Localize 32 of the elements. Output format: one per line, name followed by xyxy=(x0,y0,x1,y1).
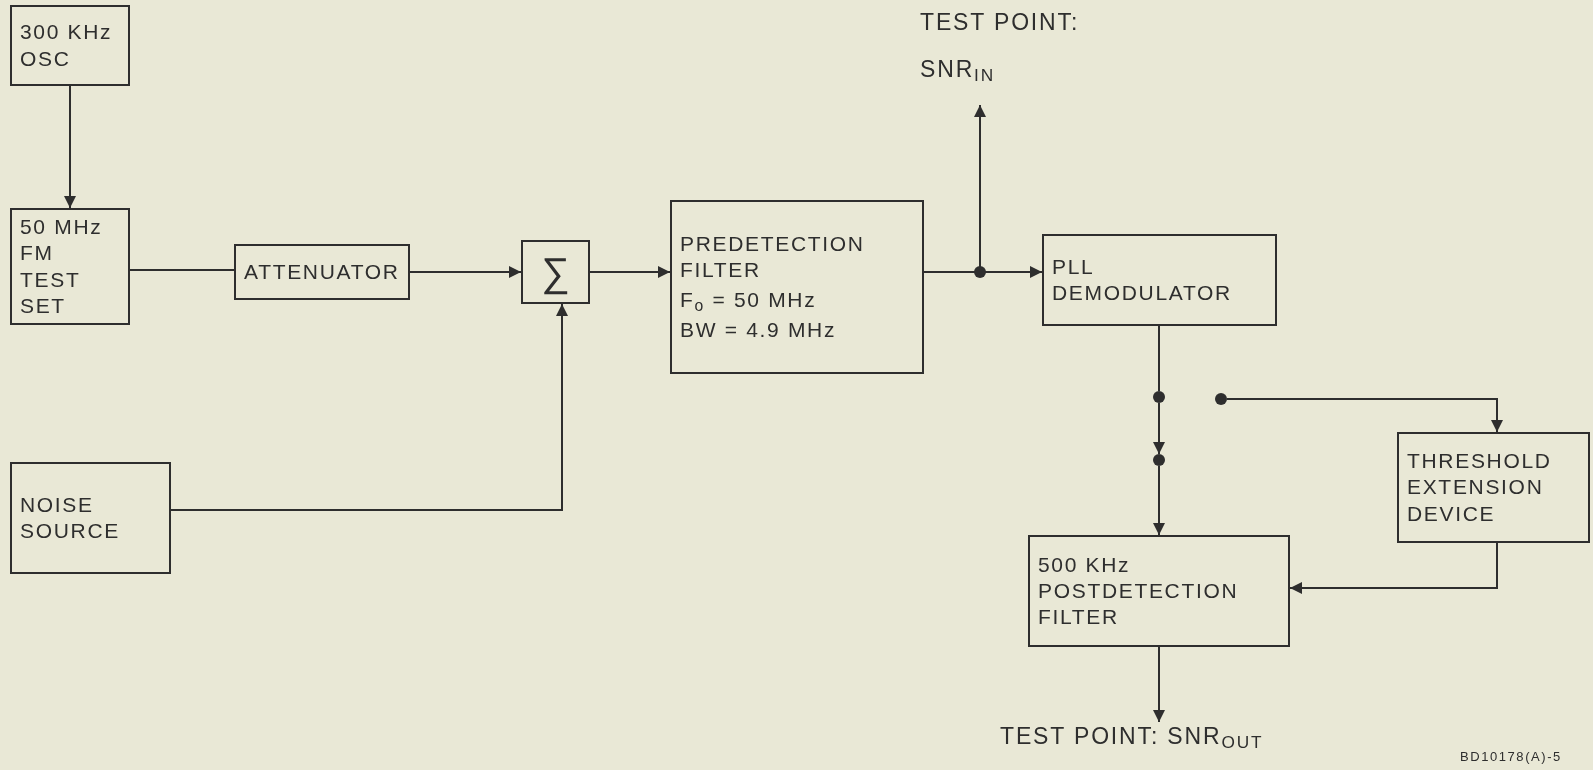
block-box xyxy=(10,462,171,574)
arrow xyxy=(1226,398,1503,433)
block-label: ATTENUATOR xyxy=(244,258,400,285)
arrow xyxy=(1153,402,1165,455)
block-label: 500 KHz POSTDETECTION FILTER xyxy=(1038,551,1240,631)
block-box xyxy=(10,208,130,325)
test-point-label: TEST POINT: SNR$_{OUT}$ xyxy=(1000,722,1265,751)
block-label: 50 MHz FM TEST SET xyxy=(20,214,104,319)
block-box xyxy=(1028,535,1290,647)
block-label: NOISE SOURCE xyxy=(20,491,121,544)
arrow xyxy=(1153,465,1165,536)
arrow xyxy=(409,266,522,278)
arrow xyxy=(170,303,568,511)
drawing-number: BD10178(A)-5 xyxy=(1460,748,1562,766)
block-label: PLL DEMODULATOR xyxy=(1052,253,1233,306)
summing-junction-box xyxy=(521,240,590,304)
arrow xyxy=(1153,646,1165,723)
block-label: BW = 4.9 MHz xyxy=(680,317,838,344)
block-box xyxy=(670,200,924,374)
block-box xyxy=(1042,234,1277,326)
block-box xyxy=(10,5,130,86)
block-label: THRESHOLD EXTENSION DEVICE xyxy=(1407,448,1553,527)
block-box xyxy=(1397,432,1590,543)
block-label: PREDETECTION FILTER xyxy=(680,230,866,283)
arrow xyxy=(64,85,76,209)
block-label: F$_{o}$ = 50 MHz xyxy=(680,287,818,314)
block-box xyxy=(234,244,410,300)
test-point-label: TEST POINT: xyxy=(920,8,1080,37)
arrow xyxy=(1289,542,1498,594)
block-label: 300 KHz OSC xyxy=(20,19,114,72)
test-point-label: SNR$_{IN}$ xyxy=(920,54,997,84)
arrow xyxy=(589,266,671,278)
